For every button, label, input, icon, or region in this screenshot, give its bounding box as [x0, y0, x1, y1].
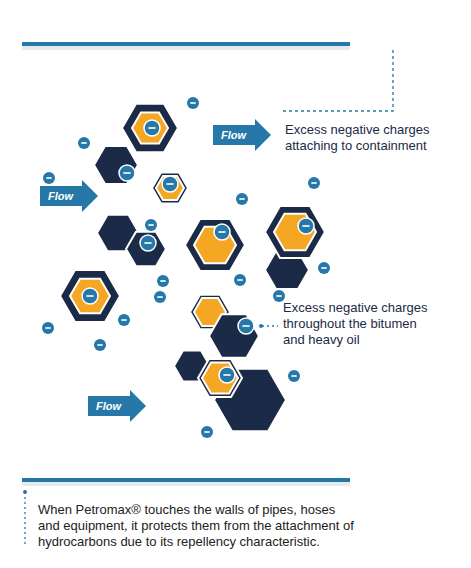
minus-sign: [218, 231, 225, 233]
negative-charge: [236, 193, 248, 205]
negative-charge: [318, 262, 330, 274]
molecule-hexagon: [209, 314, 259, 357]
arrow-body: [40, 180, 98, 212]
negative-charge: [145, 219, 157, 231]
minus-sign: [121, 319, 126, 321]
minus-sign: [148, 224, 153, 226]
minus-sign: [97, 344, 102, 346]
negative-charge: [308, 177, 320, 189]
top-bar-shadow: [22, 42, 350, 50]
flow-label: Flow: [88, 390, 121, 422]
molecule-hexagon: [60, 270, 120, 322]
negative-charge: [94, 339, 106, 351]
negative-charge: [187, 97, 199, 109]
callout-text: Excess negative charges attaching to con…: [285, 122, 435, 154]
minus-sign: [190, 102, 195, 104]
negative-charge: [201, 426, 213, 438]
negative-charge: [78, 137, 90, 149]
molecule-hexagon: [274, 214, 316, 250]
negative-charge: [219, 367, 235, 383]
top-bar: [22, 42, 350, 46]
negative-charge: [298, 218, 314, 234]
minus-sign: [237, 279, 242, 281]
minus-sign: [223, 374, 230, 376]
bottom-bar-shadow: [22, 478, 350, 486]
minus-sign: [291, 375, 296, 377]
minus-sign: [123, 172, 130, 174]
negative-charge: [162, 176, 178, 192]
minus-sign: [239, 198, 244, 200]
negative-charge: [288, 370, 300, 382]
negative-charge: [140, 235, 156, 251]
negative-charge: [157, 275, 169, 287]
leader-line: [283, 50, 393, 111]
minus-sign: [321, 267, 326, 269]
flow-arrow: Flow: [40, 180, 98, 212]
molecule-hexagon: [70, 279, 110, 314]
negative-charge: [214, 224, 230, 240]
negative-charge: [154, 291, 166, 303]
molecule-hexagon: [122, 104, 178, 152]
molecule-hexagon: [126, 232, 166, 267]
flow-arrow: Flow: [88, 390, 146, 422]
molecule-hexagon: [185, 219, 245, 271]
minus-sign: [46, 177, 51, 179]
minus-sign: [144, 242, 151, 244]
bottom-bar: [22, 478, 350, 482]
leader-dot: [259, 324, 263, 328]
negative-charge: [118, 314, 130, 326]
flow-label: Flow: [213, 119, 246, 151]
minus-sign: [311, 182, 316, 184]
molecule-hexagon: [152, 172, 188, 203]
molecule-hexagon: [202, 362, 238, 393]
minus-sign: [45, 327, 50, 329]
leader-dot: [23, 490, 27, 494]
minus-sign: [81, 142, 86, 144]
molecule-hexagon: [265, 206, 325, 258]
molecule-hexagon: [156, 176, 184, 200]
callout-text: Excess negative charges throughout the b…: [283, 300, 433, 348]
negative-charge: [144, 120, 160, 136]
minus-sign: [302, 225, 309, 227]
negative-charge: [82, 288, 98, 304]
minus-sign: [148, 127, 155, 129]
minus-sign: [242, 325, 249, 327]
arrow-body: [88, 390, 146, 422]
minus-sign: [166, 183, 173, 185]
flow-label: Flow: [40, 180, 73, 212]
minus-sign: [204, 431, 209, 433]
negative-charge: [238, 318, 254, 334]
caption: When Petromax® touches the walls of pipe…: [38, 502, 356, 550]
molecule-hexagon: [198, 359, 242, 397]
molecule-hexagon: [94, 146, 138, 184]
flow-arrow: Flow: [213, 119, 271, 151]
minus-sign: [157, 296, 162, 298]
minus-sign: [160, 280, 165, 282]
minus-sign: [276, 295, 281, 297]
negative-charge: [43, 172, 55, 184]
leader-line: [262, 325, 278, 326]
negative-charge: [119, 165, 135, 181]
molecule-hexagon: [132, 112, 168, 143]
leader-line: [24, 492, 25, 546]
arrow-body: [213, 119, 271, 151]
minus-sign: [86, 295, 93, 297]
negative-charge: [234, 274, 246, 286]
negative-charge: [42, 322, 54, 334]
